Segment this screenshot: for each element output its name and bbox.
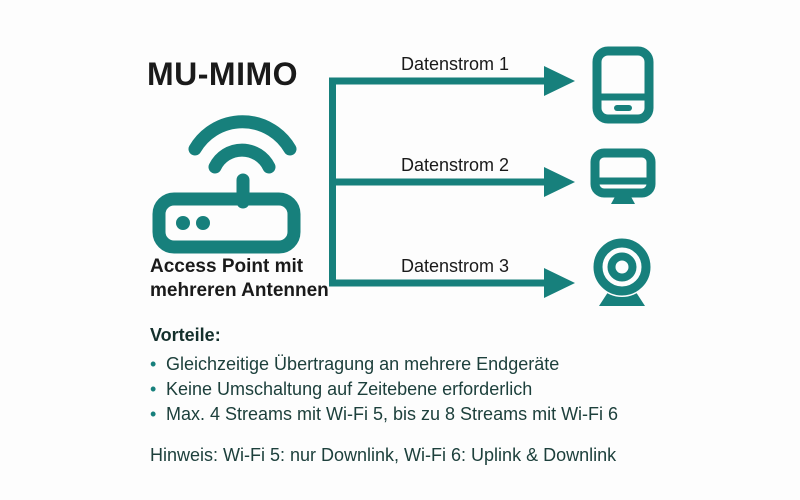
- benefits-list: Gleichzeitige Übertragung an mehrere End…: [150, 352, 670, 427]
- benefits-heading: Vorteile:: [150, 325, 221, 345]
- stream-label-2: Datenstrom 2: [400, 155, 510, 175]
- page-title: MU-MIMO: [147, 56, 299, 92]
- webcam-icon: [592, 237, 652, 306]
- tablet-body: [592, 46, 654, 124]
- wifi-router-icon: [152, 115, 301, 254]
- router-body: [152, 192, 301, 254]
- webcam-ring: [593, 238, 651, 296]
- access-point-label-line2: mehreren Antennen: [150, 279, 329, 301]
- stream-bracket-line: [329, 77, 546, 287]
- router-led-1: [176, 216, 190, 230]
- access-point-label-line1: Access Point mit: [150, 256, 304, 277]
- monitor-icon: [590, 148, 656, 204]
- wifi-arc-outer: [188, 115, 297, 156]
- monitor-stand: [611, 193, 635, 204]
- access-point-label: Access Point mit mehreren Antennen: [150, 255, 329, 302]
- benefit-item: Max. 4 Streams mit Wi-Fi 5, bis zu 8 Str…: [150, 402, 670, 427]
- router-led-2: [196, 216, 210, 230]
- monitor-body: [590, 148, 656, 198]
- tablet-icon: [592, 46, 654, 124]
- benefit-item: Gleichzeitige Übertragung an mehrere End…: [150, 352, 670, 377]
- benefit-item: Keine Umschaltung auf Zeitebene erforder…: [150, 377, 670, 402]
- stream-label-3: Datenstrom 3: [400, 256, 510, 276]
- wifi-arc-inner: [208, 143, 276, 174]
- benefits-section: Vorteile: Gleichzeitige Übertragung an m…: [150, 325, 670, 466]
- webcam-lens: [607, 252, 637, 282]
- stream-label-1: Datenstrom 1: [400, 54, 510, 74]
- note-text: Hinweis: Wi-Fi 5: nur Downlink, Wi-Fi 6:…: [150, 445, 617, 465]
